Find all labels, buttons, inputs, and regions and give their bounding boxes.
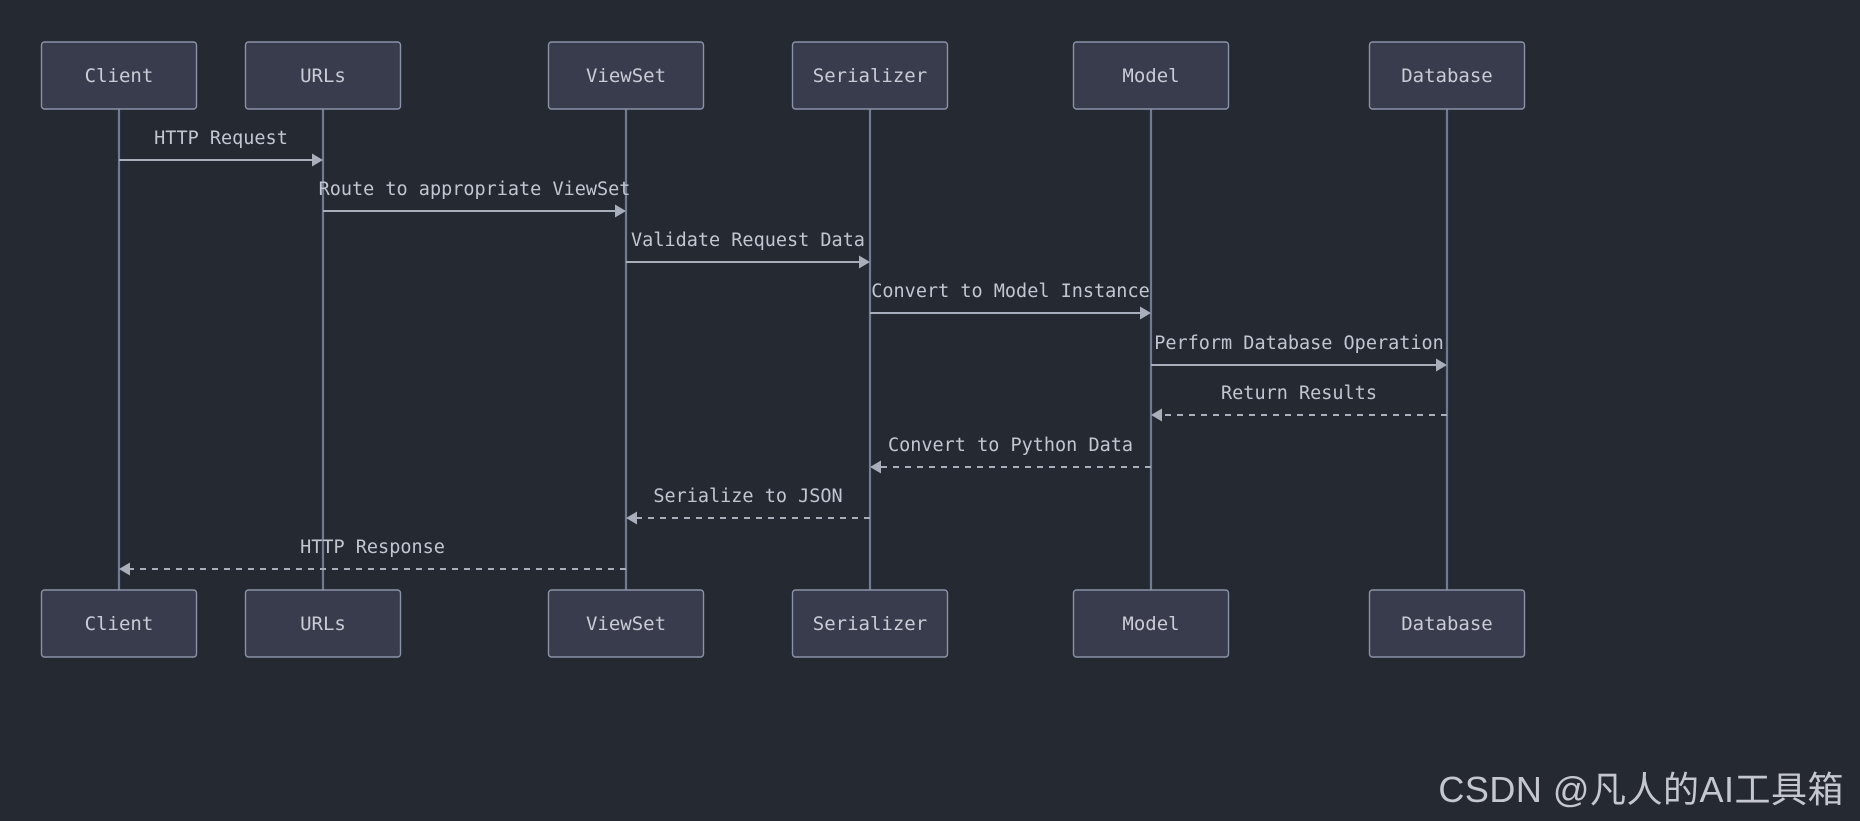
message-7-model-to-serializer[interactable]: Convert to Python Data	[870, 435, 1151, 474]
participant-box-serializer-top[interactable]: Serializer	[791, 41, 949, 110]
message-label-4: Convert to Model Instance	[871, 281, 1149, 302]
participant-rect-database	[1368, 41, 1526, 110]
participant-label-client: Client	[85, 613, 154, 635]
participant-rect-urls	[244, 589, 402, 658]
participant-label-model: Model	[1122, 65, 1179, 87]
participant-rect-model	[1072, 41, 1230, 110]
participant-label-serializer: Serializer	[813, 65, 927, 87]
message-6-database-to-model[interactable]: Return Results	[1151, 383, 1447, 422]
message-label-1: HTTP Request	[154, 128, 288, 149]
participant-box-urls-bottom[interactable]: URLs	[244, 589, 402, 658]
participant-rect-serializer	[791, 41, 949, 110]
participant-box-model-top[interactable]: Model	[1072, 41, 1230, 110]
message-arrowhead-8	[626, 511, 637, 525]
participant-label-model: Model	[1122, 613, 1179, 635]
participant-box-viewset-bottom[interactable]: ViewSet	[547, 589, 705, 658]
participant-label-client: Client	[85, 65, 154, 87]
participant-box-database-bottom[interactable]: Database	[1368, 589, 1526, 658]
participant-box-client-bottom[interactable]: Client	[40, 589, 198, 658]
message-label-9: HTTP Response	[300, 537, 445, 558]
message-label-6: Return Results	[1221, 383, 1377, 404]
participant-rect-viewset	[547, 41, 705, 110]
participant-rect-urls	[244, 41, 402, 110]
participant-label-serializer: Serializer	[813, 613, 927, 635]
message-arrowhead-5	[1436, 358, 1447, 372]
participant-rect-viewset	[547, 589, 705, 658]
participant-box-urls-top[interactable]: URLs	[244, 41, 402, 110]
participant-rect-client	[40, 41, 198, 110]
message-label-7: Convert to Python Data	[888, 435, 1133, 456]
message-arrowhead-3	[859, 255, 870, 269]
participant-rect-model	[1072, 589, 1230, 658]
participant-label-database: Database	[1401, 65, 1493, 87]
participant-box-database-top[interactable]: Database	[1368, 41, 1526, 110]
participant-box-client-top[interactable]: Client	[40, 41, 198, 110]
message-2-urls-to-viewset[interactable]: Route to appropriate ViewSet	[319, 179, 631, 218]
message-arrowhead-1	[312, 153, 323, 167]
participant-label-urls: URLs	[300, 65, 346, 87]
message-4-serializer-to-model[interactable]: Convert to Model Instance	[870, 281, 1151, 320]
message-label-3: Validate Request Data	[631, 230, 865, 251]
message-label-5: Perform Database Operation	[1154, 333, 1444, 354]
message-5-model-to-database[interactable]: Perform Database Operation	[1151, 333, 1447, 372]
participant-label-viewset: ViewSet	[586, 65, 666, 87]
message-9-viewset-to-client[interactable]: HTTP Response	[119, 537, 626, 576]
participant-label-urls: URLs	[300, 613, 346, 635]
message-arrowhead-9	[119, 562, 130, 576]
message-label-2: Route to appropriate ViewSet	[319, 179, 631, 200]
message-arrowhead-4	[1140, 306, 1151, 320]
message-arrowhead-2	[615, 204, 626, 218]
participant-box-serializer-bottom[interactable]: Serializer	[791, 589, 949, 658]
csdn-watermark: CSDN @凡人的AI工具箱	[1438, 769, 1844, 810]
participant-rect-database	[1368, 589, 1526, 658]
participant-label-viewset: ViewSet	[586, 613, 666, 635]
message-arrowhead-7	[870, 460, 881, 474]
participant-box-viewset-top[interactable]: ViewSet	[547, 41, 705, 110]
participant-box-model-bottom[interactable]: Model	[1072, 589, 1230, 658]
message-1-client-to-urls[interactable]: HTTP Request	[119, 128, 323, 167]
message-label-8: Serialize to JSON	[653, 486, 842, 507]
message-arrowhead-6	[1151, 408, 1162, 422]
message-3-viewset-to-serializer[interactable]: Validate Request Data	[626, 230, 870, 269]
participant-rect-serializer	[791, 589, 949, 658]
participant-label-database: Database	[1401, 613, 1493, 635]
participant-rect-client	[40, 589, 198, 658]
message-8-serializer-to-viewset[interactable]: Serialize to JSON	[626, 486, 870, 525]
